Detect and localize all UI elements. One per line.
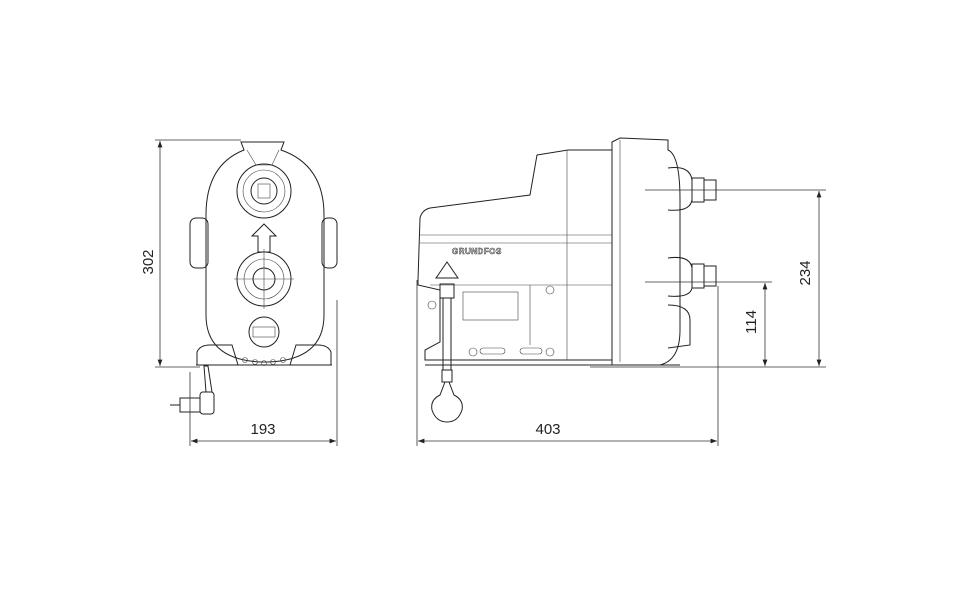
power-plug-icon [170,365,215,415]
dimension-403: 403 [416,280,719,446]
dimension-label-width: 193 [250,421,275,438]
svg-text:GRUNDFOS: GRUNDFOS [452,247,502,256]
side-view: GRUNDFOS [417,137,717,423]
dimension-234: 234 [590,189,826,368]
dimension-label-length: 403 [535,421,560,438]
dimension-193: 193 [189,300,338,446]
front-view [170,141,338,415]
dimension-114: 114 [645,281,772,366]
dimension-label-inlet-height: 114 [743,310,760,334]
dimension-label-height: 302 [140,249,157,274]
dimension-302: 302 [140,139,241,368]
power-plug-icon [431,261,463,423]
inlet-port [667,257,717,349]
dimension-label-outlet-height: 234 [797,260,814,285]
outlet-port [667,167,717,211]
